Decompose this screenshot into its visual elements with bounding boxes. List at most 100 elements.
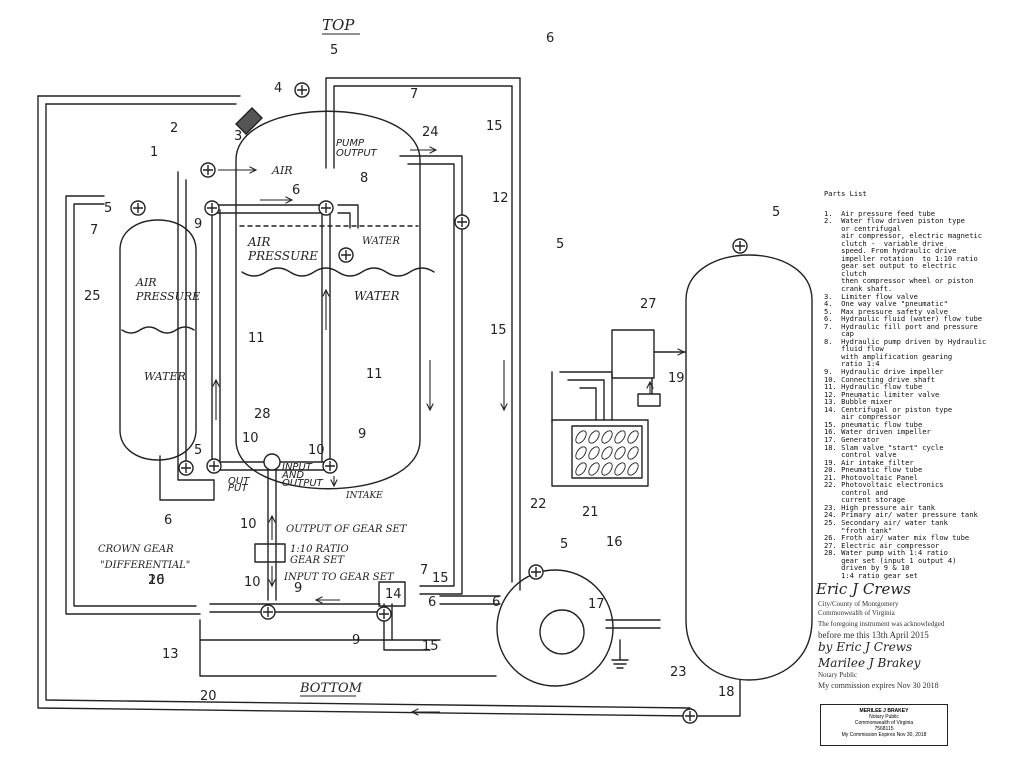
callout-number-15: 15 xyxy=(490,323,507,338)
parts-list-item: "froth tank" xyxy=(824,525,893,535)
valve-cross xyxy=(341,250,351,260)
stamp-line: MERILEE J BRAKEY xyxy=(859,708,909,714)
callout-number-11: 11 xyxy=(248,331,265,346)
parts-list-item: 15. pneumatic flow tube xyxy=(824,419,923,429)
valve-cross xyxy=(297,85,307,95)
pv-cell xyxy=(575,446,587,460)
valve-cross xyxy=(457,217,467,227)
callout-number-4: 4 xyxy=(274,81,282,96)
parts-list-item: 14. Centrifugal or piston type xyxy=(824,404,953,414)
inout-line: AND xyxy=(281,470,304,481)
parts-list-item: 25. Secondary air/ water tank xyxy=(824,517,948,527)
air-intake-filter-19 xyxy=(637,393,661,407)
air-label: AIR xyxy=(271,164,293,177)
callout-number-7: 7 xyxy=(410,87,418,102)
pv-cell xyxy=(614,462,626,476)
callout-number-7: 7 xyxy=(90,223,98,238)
parts-list-item: 12. Pneumatic limiter valve xyxy=(824,389,940,399)
parts-list-item: impeller rotation to 1:10 ratio xyxy=(824,253,978,263)
parts-list-item: 27. Electric air compressor xyxy=(824,540,940,550)
callout-number-13: 13 xyxy=(162,647,179,662)
generator-16 xyxy=(496,569,614,687)
callout-number-10: 10 xyxy=(148,573,165,588)
callout-number-7: 7 xyxy=(420,563,428,578)
parts-list-item: 1. Air pressure feed tube xyxy=(824,208,936,218)
top-label: TOP xyxy=(322,16,355,34)
parts-list-item: 19. Air intake filter xyxy=(824,457,914,467)
callout-number-19: 19 xyxy=(668,371,685,386)
callout-number-10: 10 xyxy=(244,575,261,590)
notary-block: Eric J Crews City/County of Montgomery C… xyxy=(806,578,1006,698)
drive-shaft-vertical xyxy=(267,469,277,601)
pv-cell xyxy=(575,462,587,476)
notary-by-line: by Eric J Crews xyxy=(818,640,913,654)
gear-set-box xyxy=(254,543,286,563)
generator-17 xyxy=(539,609,585,655)
pv-cell xyxy=(614,430,626,444)
parts-list-item: air compressor, electric magnetic xyxy=(824,231,983,241)
outsmall-line: OUT xyxy=(228,476,250,487)
parts-list-item: clutch xyxy=(824,268,867,278)
parts-list-item: 13. Bubble mixer xyxy=(824,397,893,407)
callout-number-6: 6 xyxy=(546,31,554,46)
pv-cell xyxy=(588,462,600,476)
callout-number-9: 9 xyxy=(294,581,302,596)
callout-number-3: 3 xyxy=(234,129,242,144)
notary-before-me: before me this 13th April 2015 xyxy=(818,630,929,640)
callout-number-15: 15 xyxy=(422,639,439,654)
water-small-label: WATER xyxy=(362,236,400,247)
parts-list-item: 3. Limiter flow valve xyxy=(824,291,918,301)
callout-number-26: 26 xyxy=(148,573,165,588)
pneumatic-flow-tube-20 xyxy=(37,95,741,717)
callout-number-15: 15 xyxy=(486,119,503,134)
callout-number-6: 6 xyxy=(492,595,500,610)
parts-list-item: 28. Water pump with 1:4 ratio xyxy=(824,548,948,558)
secondary-tank-25 xyxy=(119,219,197,461)
photovoltaic-panel-21 xyxy=(551,419,649,487)
intake-label: INTAKE xyxy=(345,491,383,501)
parts-list-item: 24. Primary air/ water pressure tank xyxy=(824,510,978,520)
air-feed-tube-1 xyxy=(159,171,215,501)
pipe-top-horizontal xyxy=(211,204,323,214)
callout-number-9: 9 xyxy=(358,427,366,442)
parts-list-item: 21. Photovoltaic Panel xyxy=(824,472,918,482)
notary-public-label: Notary Public xyxy=(818,671,858,679)
callout-number-5: 5 xyxy=(330,43,338,58)
compressor-14-label: 14 xyxy=(385,587,402,602)
electric-compressor-27 xyxy=(611,329,655,379)
valve-cross xyxy=(379,609,389,619)
compressor-27-links xyxy=(551,351,687,423)
callout-number-27: 27 xyxy=(640,297,657,312)
callout-number-17: 17 xyxy=(588,597,605,612)
pipe-to-water-valve xyxy=(337,204,359,229)
callout-number-2: 2 xyxy=(170,121,178,136)
signature-applicant: Eric J Crews xyxy=(816,580,911,598)
parts-list-item: 22. Photovoltaic electronics xyxy=(824,480,944,490)
notary-commission: My commission expires Nov 30 2018 xyxy=(818,681,939,690)
pneumatic-tube-15 xyxy=(399,155,463,595)
callout-number-16: 16 xyxy=(606,535,623,550)
apmain-line: PRESSURE xyxy=(247,249,318,263)
apleft-line: PRESSURE xyxy=(135,290,200,303)
notary-ack-line: The foregoing instrument was acknowledge… xyxy=(818,620,945,628)
parts-list-item: cap xyxy=(824,329,854,339)
callout-number-8: 8 xyxy=(360,171,368,186)
callout-number-28: 28 xyxy=(254,407,271,422)
parts-list-item: or centrifugal xyxy=(824,223,901,233)
hydraulic-tube-11-left xyxy=(211,209,221,463)
parts-list-item: 11. Hydraulic flow tube xyxy=(824,382,923,392)
pv-cell xyxy=(601,462,613,476)
parts-list-item: 6. Hydraulic fluid (water) flow tube xyxy=(824,314,983,324)
pv-cell xyxy=(627,430,639,444)
callout-number-15: 15 xyxy=(432,571,449,586)
parts-list-item: gear set output to electric xyxy=(824,261,957,271)
ground-symbol xyxy=(611,639,629,669)
parts-list-item: with amplification gearing xyxy=(824,351,953,361)
valve-cross xyxy=(263,607,273,617)
callout-number-6: 6 xyxy=(292,183,300,198)
primary-tank-24 xyxy=(235,110,421,490)
